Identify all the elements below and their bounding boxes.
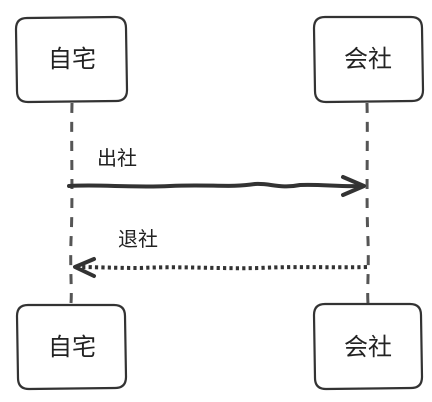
participant-home-bottom: 自宅 (15, 303, 128, 391)
arrowhead-leave (73, 257, 96, 278)
participant-home-top-label: 自宅 (48, 45, 96, 73)
message-label-leave: 退社 (118, 227, 158, 251)
lifeline-office (365, 102, 370, 304)
lifeline-home (69, 102, 74, 304)
message-label-commute: 出社 (97, 146, 137, 170)
participant-office-bottom-label: 会社 (344, 333, 392, 361)
arrowhead-commute (341, 175, 366, 197)
participant-office-top-label: 会社 (344, 45, 392, 73)
participant-home-top: 自宅 (14, 15, 129, 104)
participant-home-bottom-label: 自宅 (48, 333, 96, 361)
participant-office-top: 会社 (312, 15, 425, 104)
participant-office-bottom: 会社 (312, 302, 424, 391)
message-arrow-commute (67, 181, 362, 189)
message-arrow-leave (75, 265, 368, 271)
